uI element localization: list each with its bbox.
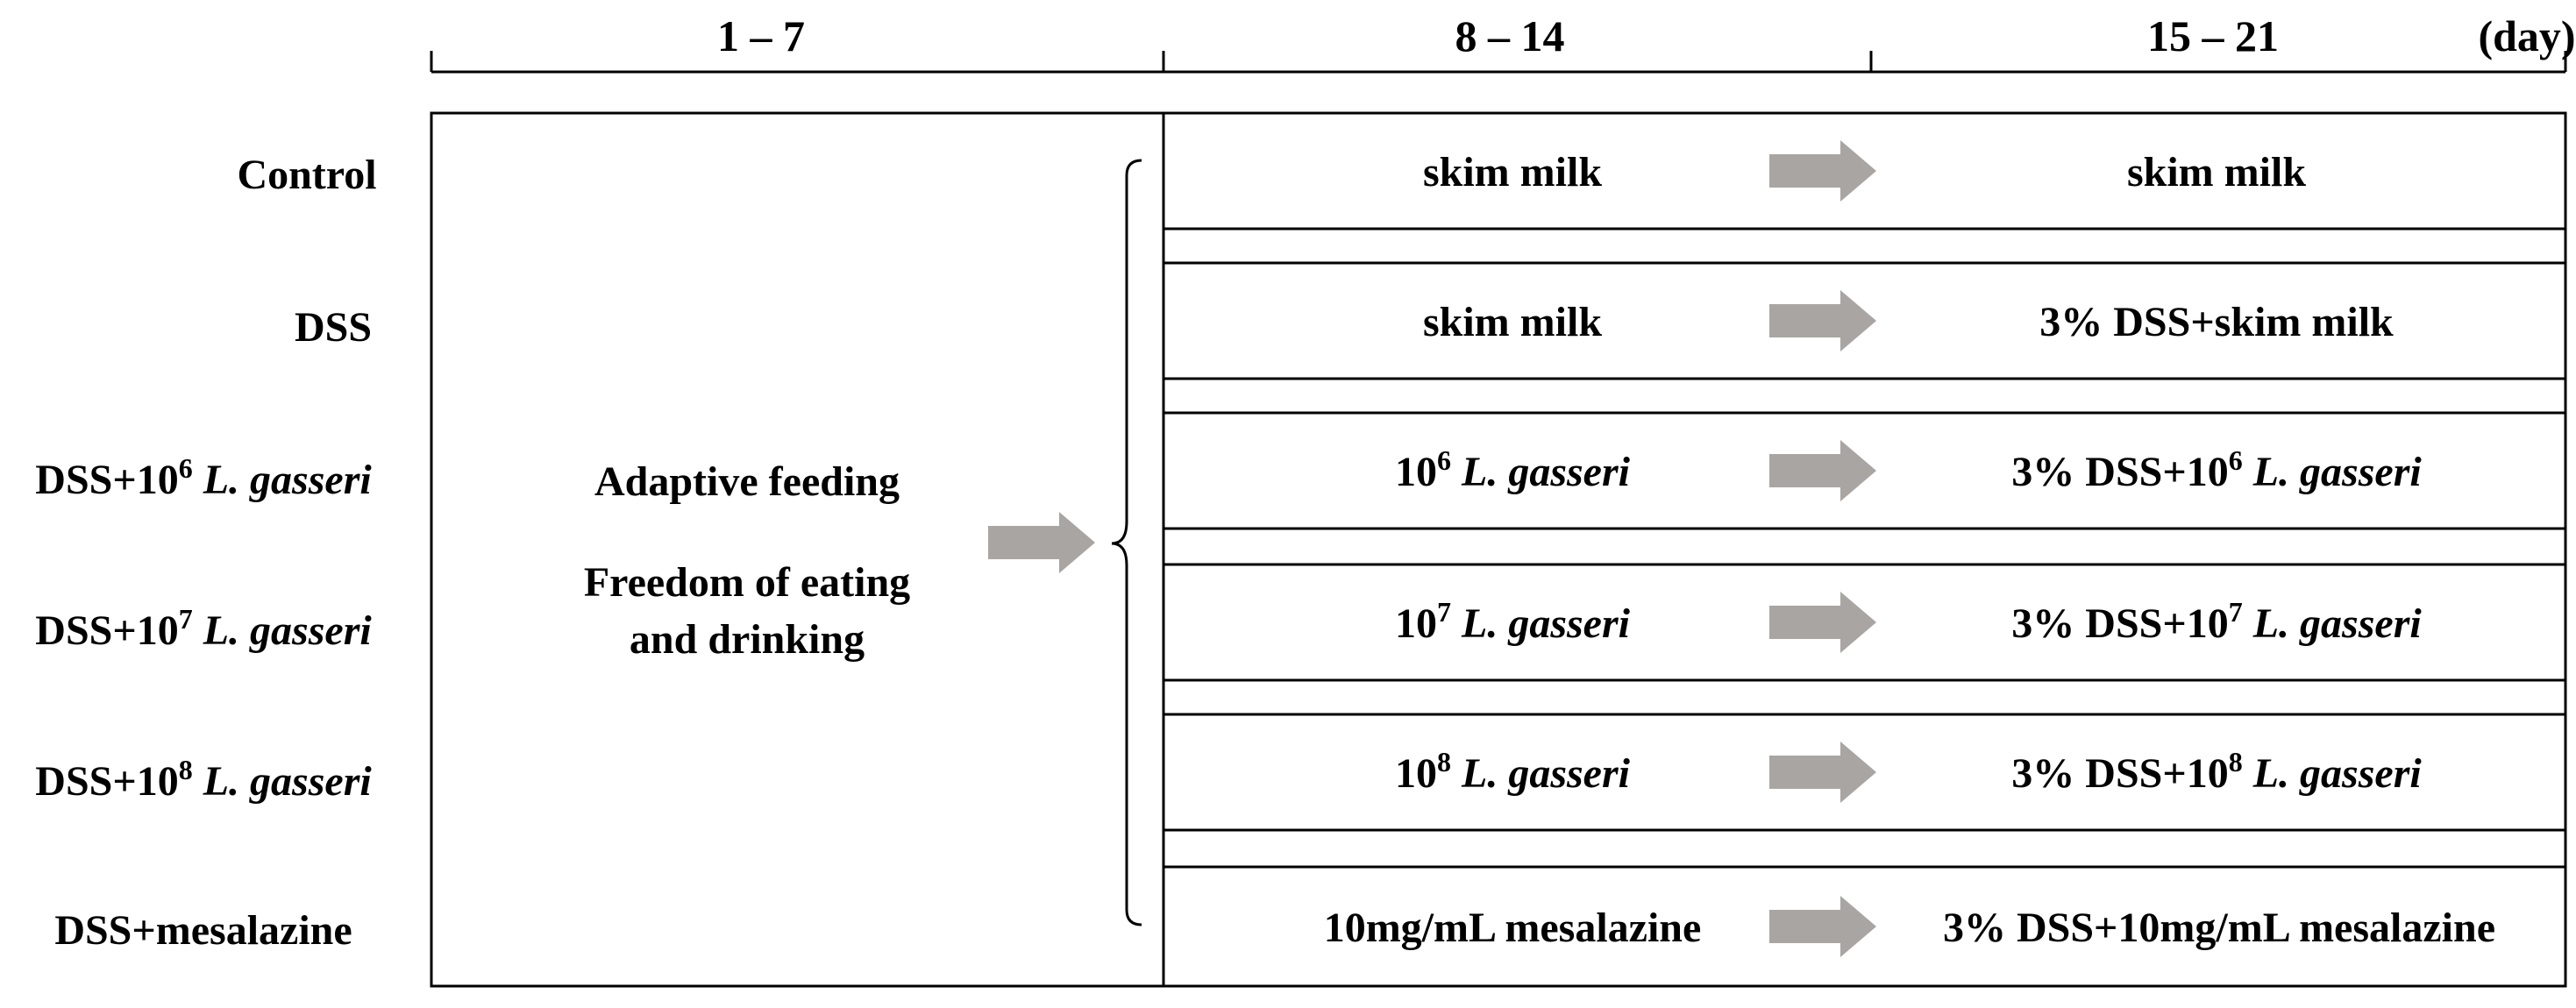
week3-treatment-species: L. gasseri <box>2243 449 2423 495</box>
group-label: DSS+107 L. gasseri <box>35 603 372 654</box>
group-label-text: DSS+10 <box>35 457 178 503</box>
main-frame <box>430 111 2567 988</box>
group-label-text: DSS <box>295 304 372 351</box>
week3-treatment-text: 3% DSS+10 <box>2011 600 2228 647</box>
arrow-right-icon <box>1769 140 1876 202</box>
week2-treatment: skim milk <box>1423 299 1602 345</box>
treatment-row-box <box>1162 411 2567 530</box>
arrow-right-icon <box>1769 290 1876 351</box>
week3-treatment-species: L. gasseri <box>2243 750 2423 797</box>
group-label-species: L. gasseri <box>193 758 373 805</box>
group-label: DSS+mesalazine <box>54 907 352 954</box>
week2-treatment-text: 10mg/mL mesalazine <box>1324 905 1702 951</box>
group-label: Control <box>237 152 376 198</box>
week3-treatment-species: L. gasseri <box>2243 600 2423 647</box>
week2-treatment: 10mg/mL mesalazine <box>1324 905 1702 951</box>
group-label: DSS+108 L. gasseri <box>35 754 372 805</box>
treatment-rows: skim milk skim milk skim milk 3% DSS+skim m… <box>1162 111 2567 988</box>
week3-treatment-text: 3% DSS+10mg/mL mesalazine <box>1943 905 2495 951</box>
period-label-3: 15 – 21 <box>2147 11 2279 60</box>
treatment-row-box <box>1162 713 2567 832</box>
week2-treatment-species: L. gasseri <box>1451 449 1631 495</box>
group-label-superscript: 7 <box>179 603 193 635</box>
day-unit-label: (day) <box>2478 11 2575 60</box>
group-label: DSS <box>295 304 372 351</box>
group-label-text: DSS+10 <box>35 607 178 654</box>
treatment-row-box <box>1162 563 2567 682</box>
week3-treatment-superscript: 7 <box>2229 596 2243 628</box>
treatment-row-box <box>1162 111 2567 231</box>
freedom-label-line2: and drinking <box>630 616 865 663</box>
week3-treatment-text: skim milk <box>2127 149 2306 195</box>
group-label-species: L. gasseri <box>193 457 373 503</box>
group-label: DSS+106 L. gasseri <box>35 452 372 503</box>
week3-treatment-superscript: 8 <box>2229 746 2243 777</box>
adaptive-feeding-label: Adaptive feeding <box>594 458 900 505</box>
adaptive-arrow-icon <box>988 512 1095 573</box>
week3-treatment: 3% DSS+107 L. gasseri <box>2011 596 2422 647</box>
week2-treatment-text: 10 <box>1395 449 1437 495</box>
week2-treatment-text: skim milk <box>1423 299 1602 345</box>
week2-treatment: 107 L. gasseri <box>1395 596 1631 647</box>
group-label-superscript: 8 <box>179 754 193 785</box>
week2-treatment-species: L. gasseri <box>1451 750 1631 797</box>
week3-treatment: 3% DSS+106 L. gasseri <box>2011 444 2422 495</box>
arrow-right-icon <box>1769 592 1876 653</box>
week2-treatment: 106 L. gasseri <box>1395 444 1631 495</box>
treatment-row-box <box>1162 865 2567 988</box>
week2-treatment-superscript: 7 <box>1437 596 1451 628</box>
period-label-2: 8 – 14 <box>1455 11 1565 60</box>
group-label-text: DSS+10 <box>35 758 178 805</box>
week2-treatment-text: skim milk <box>1423 149 1602 195</box>
week2-treatment-species: L. gasseri <box>1451 600 1631 647</box>
week3-treatment-text: 3% DSS+10 <box>2011 750 2228 797</box>
week3-treatment: 3% DSS+108 L. gasseri <box>2011 746 2422 797</box>
arrow-right-icon <box>1769 440 1876 501</box>
week3-treatment: 3% DSS+skim milk <box>2039 299 2394 345</box>
arrow-right-icon <box>1769 742 1876 803</box>
treatment-row-box <box>1162 261 2567 380</box>
group-label-species: L. gasseri <box>193 607 373 654</box>
week2-treatment-superscript: 8 <box>1437 746 1451 777</box>
week3-treatment-text: 3% DSS+skim milk <box>2039 299 2394 345</box>
timeline-ruler <box>430 51 2567 74</box>
week3-treatment-superscript: 6 <box>2229 444 2243 476</box>
week2-treatment: 108 L. gasseri <box>1395 746 1631 797</box>
week3-treatment: 3% DSS+10mg/mL mesalazine <box>1943 905 2495 951</box>
week2-treatment-text: 10 <box>1395 750 1437 797</box>
freedom-label-line1: Freedom of eating <box>584 559 910 606</box>
group-label-text: DSS+mesalazine <box>54 907 352 954</box>
curly-brace-icon <box>1111 159 1142 926</box>
week2-treatment-superscript: 6 <box>1437 444 1451 476</box>
group-label-text: Control <box>237 152 376 198</box>
period-label-1: 1 – 7 <box>717 11 805 60</box>
week3-treatment: skim milk <box>2127 149 2306 195</box>
week2-treatment-text: 10 <box>1395 600 1437 647</box>
group-label-superscript: 6 <box>179 452 193 484</box>
week2-treatment: skim milk <box>1423 149 1602 195</box>
week3-treatment-text: 3% DSS+10 <box>2011 449 2228 495</box>
arrow-right-icon <box>1769 896 1876 957</box>
